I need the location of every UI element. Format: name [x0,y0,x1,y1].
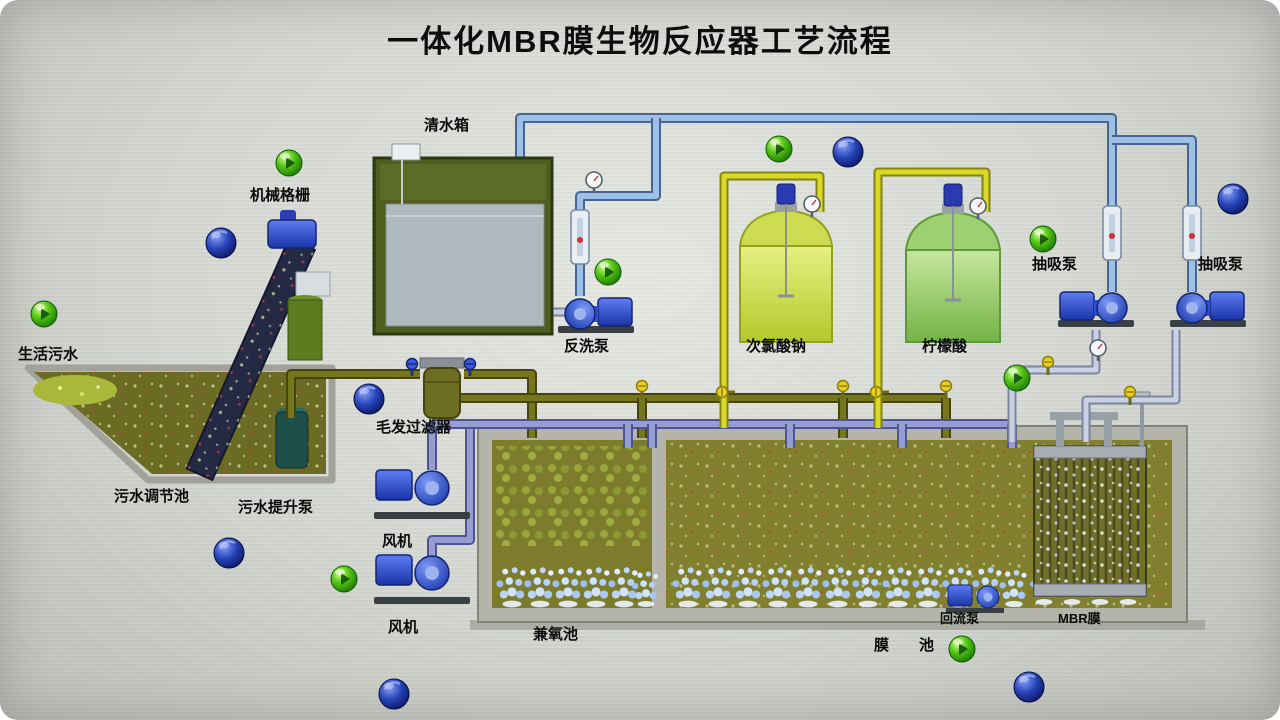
return-pump [946,584,1004,613]
mbr-membrane-module [1033,412,1147,597]
green-indicator [594,258,622,286]
screenings-bin [287,299,323,361]
label-clean-water-tank: 清水箱 [424,117,470,134]
screen-discharge-box [295,271,331,297]
blue-indicator [1012,670,1046,704]
screen-motor [267,219,317,249]
bio-media [494,446,650,546]
submersible-lift-pump [275,411,309,469]
label-hair-filter: 毛发过滤器 [376,419,452,436]
hair-filter [405,357,477,419]
label-domestic-sewage: 生活污水 [18,346,79,363]
green-indicator [1003,364,1031,392]
green-indicator [330,565,358,593]
page-title: 一体化MBR膜生物反应器工艺流程 [387,24,893,59]
sodium-hypochlorite-tank [738,183,834,343]
green-indicator [30,300,58,328]
level-transmitter [391,143,421,161]
pressure-gauge [584,170,604,195]
blue-indicator [212,536,246,570]
label-suction-pump-right: 抽吸泵 [1198,256,1244,273]
rotameter-backwash [570,209,590,265]
blue-indicator [352,382,386,416]
dosing-pipes [719,167,991,428]
label-regulation-tank: 污水调节池 [114,488,190,505]
blue-indicator [377,677,411,711]
regulation-tank-group [24,210,336,484]
citric-acid-tank [904,183,1002,343]
blue-indicator [1216,182,1250,216]
blower-upper [373,469,471,520]
label-backwash-pump: 反洗泵 [564,338,610,355]
flow-meters [570,170,1202,363]
suction-pump-left [1057,291,1135,328]
label-mbr-membrane: MBR膜 [1058,611,1101,626]
influent-stream [33,375,117,405]
clean-water-pipes [515,113,1197,296]
label-blower-lower: 风机 [388,619,419,636]
label-return-pump: 回流泵 [940,611,980,626]
rotameter-suction-right [1182,205,1202,261]
backwash-pump [557,297,635,334]
label-facultative-tank: 兼氧池 [533,626,579,643]
label-lift-pump: 污水提升泵 [238,499,314,516]
blue-indicator [204,226,238,260]
label-citric-acid: 柠檬酸 [922,338,968,355]
label-blower-upper: 风机 [382,533,413,550]
green-indicator [275,149,303,177]
label-membrane-tank: 膜池 [874,637,965,654]
blower-lower [373,554,471,605]
suction-pump-right [1169,291,1247,328]
green-indicator [1029,225,1057,253]
screen-motor-cap [280,210,296,222]
label-suction-pump-left: 抽吸泵 [1032,256,1078,273]
green-indicator [765,135,793,163]
label-sodium-hypochlorite: 次氯酸钠 [746,338,807,355]
mixer-motor [776,183,796,205]
clean-water-tank [372,143,554,336]
label-mechanical-screen: 机械格栅 [250,187,311,204]
rotameter-suction-left [1102,205,1122,261]
mixer-motor [943,183,963,207]
blue-indicator [831,135,865,169]
